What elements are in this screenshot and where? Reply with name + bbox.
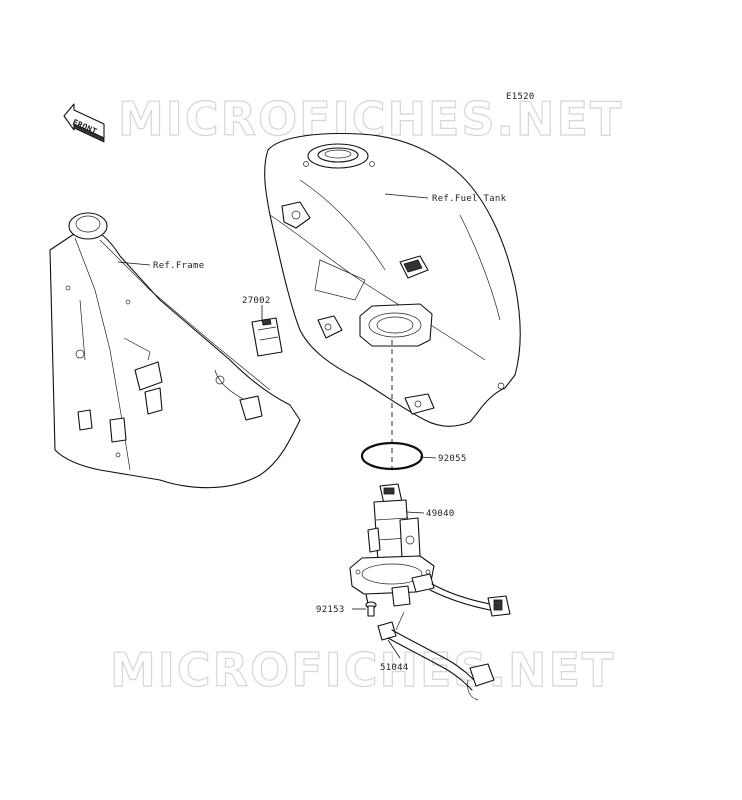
part-92153-label: 92153	[316, 605, 345, 615]
fuel-pump	[349, 483, 511, 617]
fuel-hose	[377, 611, 495, 701]
frame-label: Ref.Frame	[153, 261, 204, 271]
bolt-92153	[365, 601, 377, 617]
part-51044-label: 51044	[380, 663, 409, 673]
fuel-tank-label: Ref.Fuel Tank	[432, 194, 507, 204]
fuel-tank	[264, 133, 521, 427]
watermark-bottom: MICROFICHES.NET	[110, 643, 615, 697]
diagram-code: E1520	[506, 92, 535, 102]
frame	[49, 212, 301, 489]
part-49040-label: 49040	[426, 509, 455, 519]
part-27002-label: 27002	[242, 296, 271, 306]
frame-leader	[117, 261, 151, 266]
part-92055-label: 92055	[438, 454, 467, 464]
part-92055-leader	[419, 456, 437, 459]
part-51044-leader	[387, 639, 401, 659]
o-ring	[360, 441, 424, 471]
part-49040-leader	[405, 511, 425, 514]
front-arrow-icon: FRONT	[63, 103, 105, 143]
fuel-tank-leader	[384, 193, 429, 199]
relay-27002	[251, 317, 283, 357]
